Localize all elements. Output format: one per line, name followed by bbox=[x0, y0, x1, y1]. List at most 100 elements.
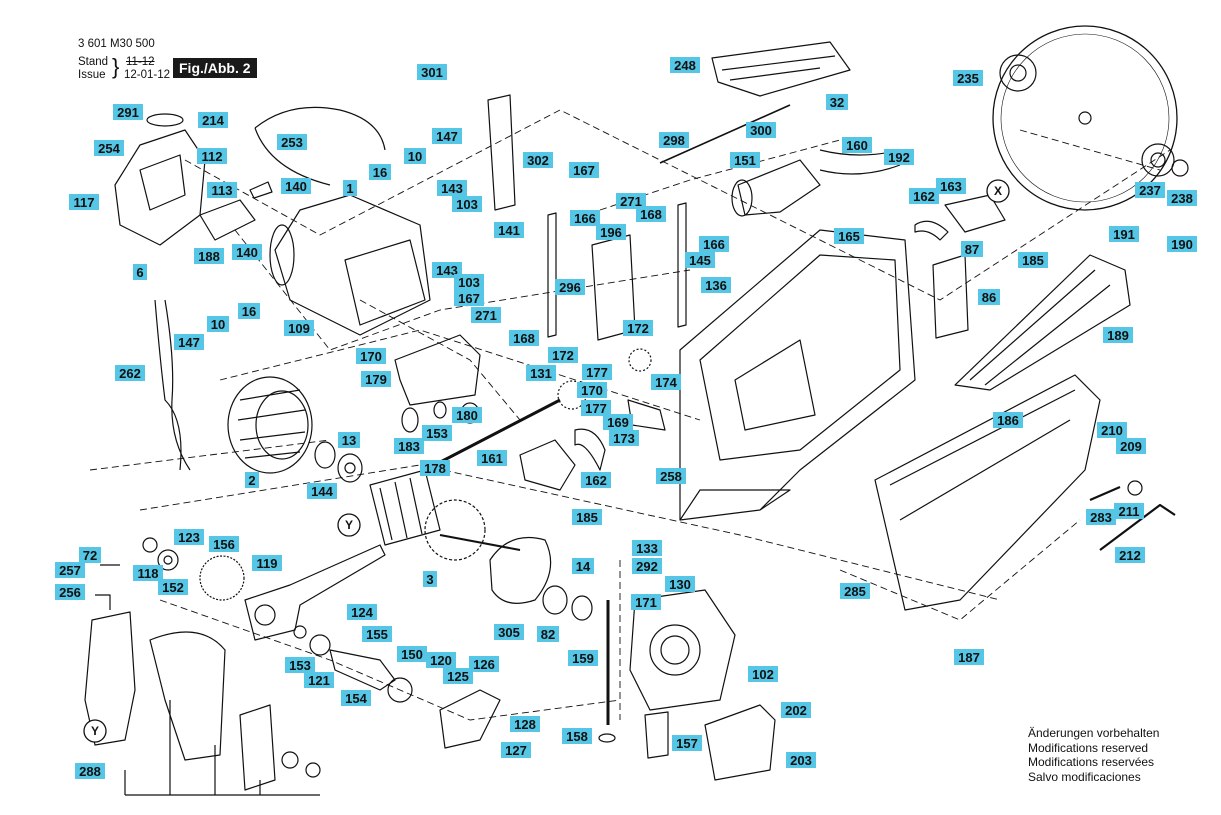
part-callout-154: 154 bbox=[341, 690, 371, 706]
part-number-text: 166 bbox=[703, 237, 725, 252]
part-number-text: 300 bbox=[750, 123, 772, 138]
part-callout-271: 271 bbox=[616, 193, 646, 209]
lever bbox=[244, 544, 386, 641]
part-callout-117: 117 bbox=[69, 194, 99, 210]
part-number-text: 212 bbox=[1119, 548, 1141, 563]
part-callout-212: 212 bbox=[1115, 547, 1145, 563]
part-number-text: 10 bbox=[211, 317, 225, 332]
part-number-text: 283 bbox=[1090, 510, 1112, 525]
part-callout-2: 2 bbox=[245, 472, 259, 488]
part-callout-190: 190 bbox=[1167, 236, 1197, 252]
lower-guard bbox=[874, 374, 1101, 611]
part-number-text: 154 bbox=[345, 691, 367, 706]
part-number-text: 161 bbox=[481, 451, 503, 466]
dust-port bbox=[737, 159, 821, 216]
part-callout-102: 102 bbox=[748, 666, 778, 682]
circle-ref-x: X bbox=[986, 179, 1010, 203]
part-number-text: 147 bbox=[178, 335, 200, 350]
part-callout-248: 248 bbox=[670, 57, 700, 73]
circle-ref-letter: Y bbox=[91, 724, 99, 738]
part-number-text: 288 bbox=[79, 764, 101, 779]
part-number-text: 117 bbox=[74, 195, 95, 210]
part-callout-152: 152 bbox=[158, 579, 188, 595]
part-callout-126: 126 bbox=[469, 656, 499, 672]
part-callout-124: 124 bbox=[347, 604, 377, 620]
part-number-text: 301 bbox=[421, 65, 443, 80]
part-number-text: 153 bbox=[426, 426, 448, 441]
part-callout-140: 140 bbox=[232, 244, 262, 260]
part-callout-171: 171 bbox=[631, 594, 661, 610]
part-callout-256: 256 bbox=[55, 584, 85, 600]
part-callout-170: 170 bbox=[356, 348, 386, 364]
part-number-text: 133 bbox=[636, 541, 658, 556]
part-callout-300: 300 bbox=[746, 122, 776, 138]
part-callout-156: 156 bbox=[209, 536, 239, 552]
part-callout-288: 288 bbox=[75, 763, 105, 779]
part-callout-159: 159 bbox=[568, 650, 598, 666]
part-number-text: 127 bbox=[505, 743, 527, 758]
part-callout-187: 187 bbox=[954, 649, 984, 665]
part-number-text: 14 bbox=[576, 559, 591, 574]
part-number-text: 298 bbox=[663, 133, 685, 148]
part-number-text: 177 bbox=[585, 401, 607, 416]
part-callout-147: 147 bbox=[174, 334, 204, 350]
part-number-text: 171 bbox=[635, 595, 657, 610]
guard-left bbox=[84, 611, 136, 746]
part-callout-172: 172 bbox=[623, 320, 653, 336]
spindle bbox=[329, 649, 396, 691]
power-cable bbox=[154, 299, 191, 471]
part-number-text: 140 bbox=[236, 245, 258, 260]
part-callout-170: 170 bbox=[577, 382, 607, 398]
issue-label: Issue bbox=[78, 69, 106, 81]
part-number-text: 126 bbox=[473, 657, 495, 672]
part-number-text: 210 bbox=[1101, 423, 1123, 438]
part-callout-123: 123 bbox=[174, 529, 204, 545]
part-number-text: 162 bbox=[913, 189, 935, 204]
part-number-text: 150 bbox=[401, 647, 423, 662]
part-callout-82: 82 bbox=[537, 626, 559, 642]
part-callout-262: 262 bbox=[115, 365, 145, 381]
part-number-text: 192 bbox=[888, 150, 910, 165]
guard-middle bbox=[149, 631, 226, 761]
part-callout-16: 16 bbox=[369, 164, 391, 180]
part-callout-186: 186 bbox=[993, 412, 1023, 428]
fan-baffle bbox=[489, 536, 552, 604]
part-number-text: 16 bbox=[242, 304, 256, 319]
part-number-text: 170 bbox=[360, 349, 382, 364]
part-callout-162: 162 bbox=[581, 472, 611, 488]
part-number-text: 189 bbox=[1107, 328, 1129, 343]
part-callout-87: 87 bbox=[961, 241, 983, 257]
part-number-text: 155 bbox=[366, 627, 388, 642]
part-number-text: 262 bbox=[119, 366, 141, 381]
part-number-text: 103 bbox=[456, 197, 478, 212]
dust-chute bbox=[954, 254, 1131, 391]
shaft bbox=[424, 398, 561, 472]
part-number-text: 124 bbox=[351, 605, 373, 620]
part-number-text: 291 bbox=[117, 105, 139, 120]
part-number-text: 1 bbox=[346, 181, 353, 196]
part-number-text: 145 bbox=[689, 253, 711, 268]
part-callout-185: 185 bbox=[1018, 252, 1048, 268]
part-number-text: 202 bbox=[785, 703, 807, 718]
part-number: 3 601 M30 500 bbox=[78, 38, 155, 50]
part-callout-298: 298 bbox=[659, 132, 689, 148]
part-callout-121: 121 bbox=[304, 672, 334, 688]
part-number-text: 160 bbox=[846, 138, 868, 153]
part-number-text: 158 bbox=[566, 729, 588, 744]
part-callout-125: 125 bbox=[443, 668, 473, 684]
part-number-text: 190 bbox=[1171, 237, 1193, 252]
part-callout-189: 189 bbox=[1103, 327, 1133, 343]
part-number-text: 271 bbox=[620, 194, 642, 209]
part-callout-172: 172 bbox=[548, 347, 578, 363]
part-number-text: 86 bbox=[982, 290, 996, 305]
part-number-text: 131 bbox=[530, 366, 552, 381]
part-callout-180: 180 bbox=[452, 407, 482, 423]
part-callout-112: 112 bbox=[197, 148, 227, 164]
part-number-text: 163 bbox=[940, 179, 962, 194]
part-number-text: 169 bbox=[607, 415, 629, 430]
part-number-text: 162 bbox=[585, 473, 607, 488]
part-callout-72: 72 bbox=[79, 547, 101, 563]
part-number-text: 302 bbox=[527, 153, 549, 168]
cover-202 bbox=[704, 704, 776, 781]
